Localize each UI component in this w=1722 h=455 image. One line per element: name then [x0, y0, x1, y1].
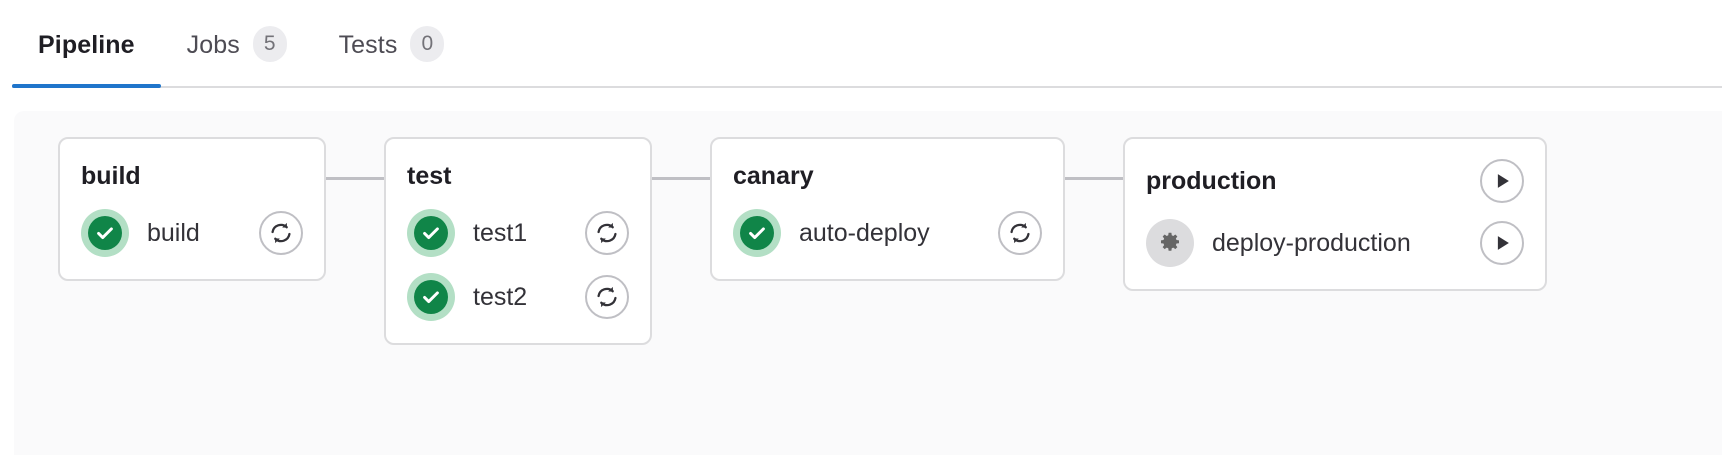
tab-jobs-badge: 5 [252, 26, 287, 62]
stage-connector [652, 137, 710, 180]
job-name: test1 [473, 218, 528, 247]
retry-icon[interactable] [259, 211, 303, 255]
job-name: deploy-production [1212, 228, 1411, 257]
gear-icon [1146, 219, 1194, 267]
stage-card-build[interactable]: build build [58, 137, 326, 281]
stage-build: build build [58, 137, 384, 281]
stage-connector [1065, 137, 1123, 180]
stage-production: production [1123, 137, 1547, 291]
stage-header-test: test [407, 159, 629, 193]
job-row[interactable]: build [81, 209, 303, 257]
check-circle-icon [81, 209, 129, 257]
stage-header-canary: canary [733, 159, 1042, 193]
stage-title-canary: canary [733, 161, 814, 190]
stage-card-production[interactable]: production [1123, 137, 1547, 291]
tab-pipeline[interactable]: Pipeline [12, 0, 161, 88]
tab-pipeline-label: Pipeline [38, 30, 135, 59]
job-row[interactable]: deploy-production [1146, 219, 1524, 267]
stage-canary: canary auto-deploy [710, 137, 1123, 281]
job-name: test2 [473, 282, 528, 311]
stage-test: test test1 [384, 137, 710, 345]
stage-card-canary[interactable]: canary auto-deploy [710, 137, 1065, 281]
pipeline-tabbar: Pipeline Jobs 5 Tests 0 [0, 0, 1722, 90]
job-list-test: test1 [407, 209, 629, 321]
stage-title-test: test [407, 161, 452, 190]
check-circle-icon [407, 209, 455, 257]
job-list-production: deploy-production [1146, 219, 1524, 267]
stage-title-build: build [81, 161, 141, 190]
job-row[interactable]: test1 [407, 209, 629, 257]
stage-card-test[interactable]: test test1 [384, 137, 652, 345]
tab-tests-badge: 0 [410, 26, 445, 62]
stage-connector [326, 137, 384, 180]
pipeline-stages: build build [14, 111, 1722, 345]
retry-icon[interactable] [585, 275, 629, 319]
tab-jobs[interactable]: Jobs 5 [161, 0, 313, 88]
job-list-canary: auto-deploy [733, 209, 1042, 257]
check-circle-icon [733, 209, 781, 257]
tab-tests-label: Tests [338, 30, 398, 59]
tab-tests[interactable]: Tests 0 [313, 0, 471, 88]
pipeline-graph-panel: build build [14, 111, 1722, 455]
check-circle-icon [407, 273, 455, 321]
job-list-build: build [81, 209, 303, 257]
job-name: auto-deploy [799, 218, 930, 247]
job-name: build [147, 218, 200, 247]
tab-jobs-label: Jobs [186, 30, 240, 59]
retry-icon[interactable] [585, 211, 629, 255]
retry-icon[interactable] [998, 211, 1042, 255]
play-icon[interactable] [1480, 159, 1524, 203]
stage-header-build: build [81, 159, 303, 193]
job-row[interactable]: auto-deploy [733, 209, 1042, 257]
stage-header-production: production [1146, 159, 1524, 203]
play-icon[interactable] [1480, 221, 1524, 265]
job-row[interactable]: test2 [407, 273, 629, 321]
stage-title-production: production [1146, 166, 1277, 195]
